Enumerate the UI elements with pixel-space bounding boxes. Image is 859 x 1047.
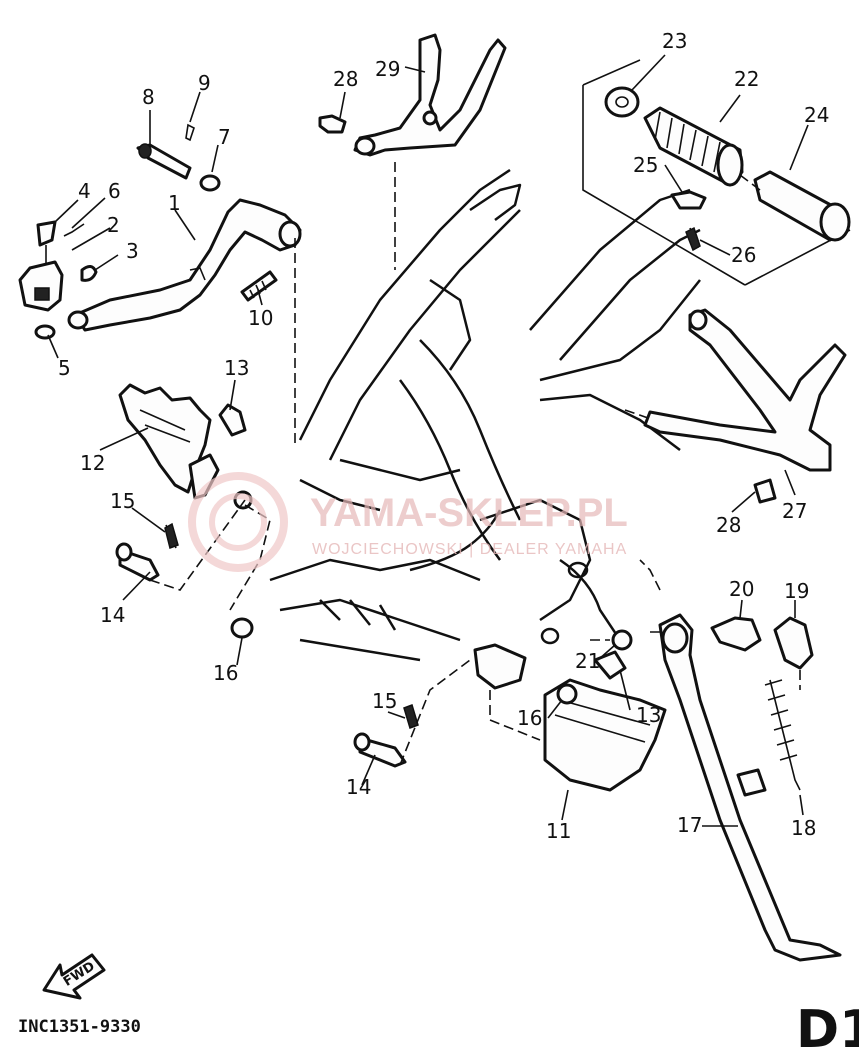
callout-15-left: 15 [110, 489, 135, 513]
return-spring [240, 270, 278, 302]
watermark-title: YAMA-SKLEP.PL [310, 491, 628, 535]
callout-24: 24 [804, 103, 829, 127]
grip-assembly [604, 86, 851, 252]
callout-25: 25 [633, 153, 658, 177]
callout-16-right: 16 [517, 706, 542, 730]
callout-12: 12 [80, 451, 105, 475]
callout-labels: 1 2 3 4 5 6 7 8 9 10 11 12 13 13 14 14 1… [58, 29, 829, 843]
footrest-right [473, 643, 667, 792]
callout-14-left: 14 [100, 603, 125, 627]
callout-14-right: 14 [346, 775, 371, 799]
frame-outline [269, 168, 701, 662]
callout-13-right: 13 [636, 703, 661, 727]
callout-7: 7 [218, 125, 231, 149]
clevis-assembly [18, 220, 98, 340]
brake-pedal [67, 198, 302, 332]
side-stand [658, 613, 842, 962]
callout-28-top: 28 [333, 67, 358, 91]
callout-2: 2 [107, 213, 120, 237]
callout-1: 1 [168, 191, 181, 215]
callout-11: 11 [546, 819, 571, 843]
forward-arrow-icon: FWD [42, 953, 106, 1000]
callout-13-left: 13 [224, 356, 249, 380]
callout-29: 29 [375, 57, 400, 81]
watermark: YAMA-SKLEP.PL WOJCIECHOWSKI | DEALER YAM… [188, 472, 628, 572]
footrest-pin-right [353, 704, 419, 768]
footrest-left [118, 383, 253, 510]
callout-16-left: 16 [213, 661, 238, 685]
grip-group-outline [582, 59, 746, 286]
assembly-lines [149, 162, 801, 766]
leader-lines [47, 54, 809, 827]
callout-6: 6 [108, 179, 121, 203]
callout-20: 20 [729, 577, 754, 601]
rear-bracket [643, 308, 847, 504]
callout-19: 19 [784, 579, 809, 603]
callout-22: 22 [734, 67, 759, 91]
page-code: D1 [796, 1000, 859, 1047]
callout-18: 18 [791, 816, 816, 840]
drawing-code: INC1351-9330 [18, 1017, 141, 1037]
callout-8: 8 [142, 85, 155, 109]
callout-17: 17 [677, 813, 702, 837]
callout-15-right: 15 [372, 689, 397, 713]
watermark-subtitle: WOJCIECHOWSKI | DEALER YAMAHA [312, 541, 627, 558]
footrest-pin-left [115, 522, 254, 639]
pivot-bolt [136, 123, 221, 192]
callout-23: 23 [662, 29, 687, 53]
callout-10: 10 [248, 306, 273, 330]
callout-26: 26 [731, 243, 756, 267]
callout-27: 27 [782, 499, 807, 523]
callout-5: 5 [58, 356, 71, 380]
callout-9: 9 [198, 71, 211, 95]
callout-4: 4 [78, 179, 91, 203]
callout-28-right: 28 [716, 513, 741, 537]
callout-3: 3 [126, 239, 139, 263]
side-stand-hardware [611, 616, 814, 791]
callout-21: 21 [575, 649, 600, 673]
bracket [318, 33, 507, 157]
